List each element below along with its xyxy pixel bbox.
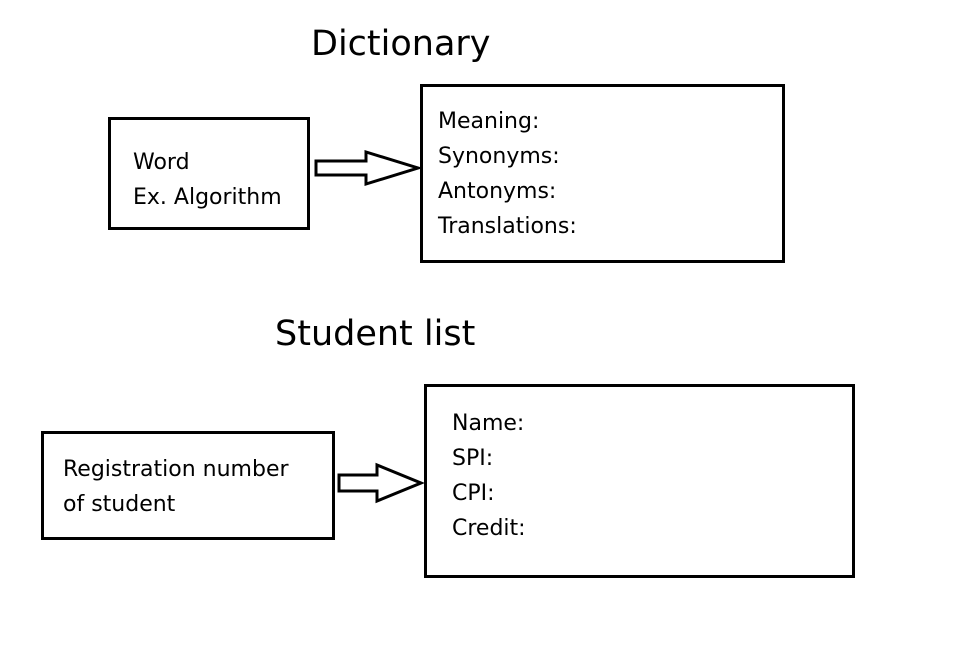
- field-spi: SPI:: [452, 446, 494, 471]
- student-arrow-icon: [337, 462, 425, 504]
- student-input-box: Registration number of student: [41, 431, 335, 540]
- field-antonyms: Antonyms:: [438, 179, 557, 204]
- student-list-title: Student list: [275, 314, 476, 354]
- dictionary-title: Dictionary: [311, 24, 491, 64]
- student-input-line: of student: [63, 492, 176, 517]
- dictionary-input-line: Ex. Algorithm: [133, 185, 282, 210]
- field-translations: Translations:: [438, 214, 577, 239]
- student-output-box: Name: SPI: CPI: Credit:: [424, 384, 855, 578]
- field-credit: Credit:: [452, 516, 526, 541]
- dictionary-input-box: Word Ex. Algorithm: [108, 117, 310, 230]
- field-name: Name:: [452, 411, 525, 436]
- dictionary-arrow-icon: [314, 149, 424, 187]
- field-meaning: Meaning:: [438, 109, 540, 134]
- field-synonyms: Synonyms:: [438, 144, 560, 169]
- dictionary-output-box: Meaning: Synonyms: Antonyms: Translation…: [420, 84, 785, 263]
- dictionary-input-line: Word: [133, 150, 190, 175]
- field-cpi: CPI:: [452, 481, 495, 506]
- student-input-line: Registration number: [63, 457, 289, 482]
